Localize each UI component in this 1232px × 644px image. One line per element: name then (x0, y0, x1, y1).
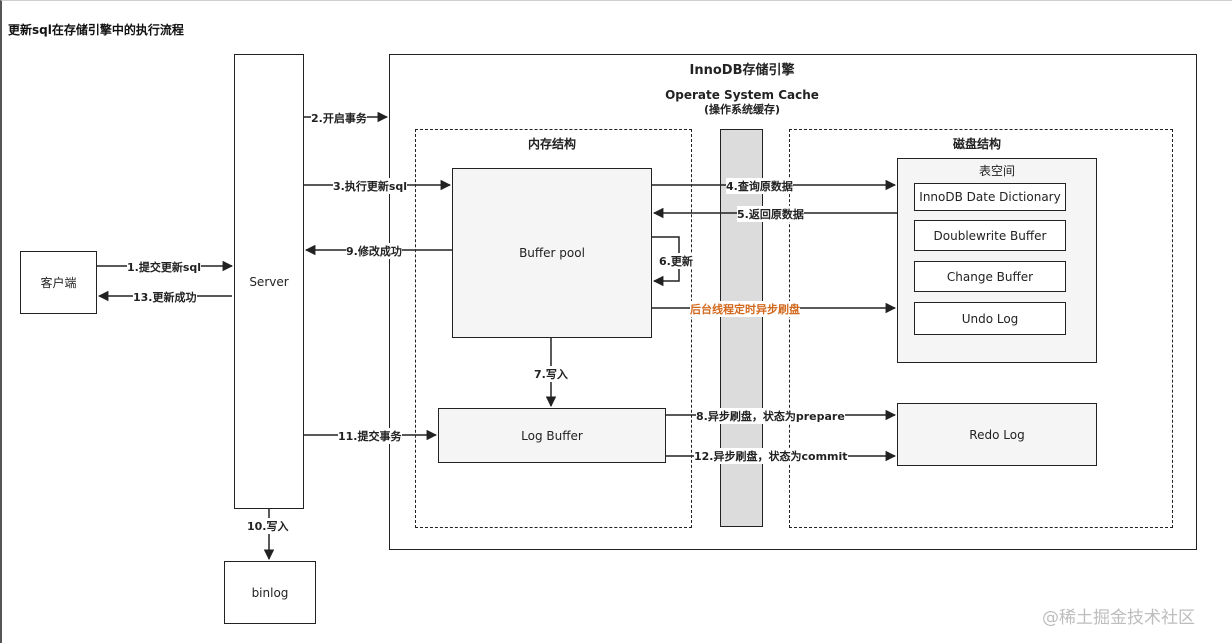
edge-9-label: 9.修改成功 (346, 243, 402, 259)
innodb-engine-frame (389, 54, 1197, 550)
edge-1-label: 1.提交更新sql (127, 259, 202, 275)
edge-12-label: 12.异步刷盘，状态为commit (694, 448, 848, 464)
watermark: @稀土掘金技术社区 (1042, 608, 1195, 628)
os-cache-title: Operate System Cache (665, 88, 819, 102)
binlog-node: binlog (224, 561, 316, 624)
edge-13-label: 13.更新成功 (133, 289, 197, 305)
memory-structure-region (415, 129, 692, 528)
innodb-engine-title: InnoDB存储引擎 (689, 63, 795, 78)
edge-2-label: 2.开启事务 (311, 110, 367, 126)
change-buffer-node: Change Buffer (914, 261, 1066, 292)
buffer-pool-node: Buffer pool (452, 168, 652, 338)
server-node: Server (234, 54, 304, 509)
edge-5-label: 5.返回原数据 (737, 206, 804, 222)
redo-log-node: Redo Log (897, 403, 1097, 466)
client-node: 客户端 (20, 251, 97, 314)
edge-7-label: 7.写入 (534, 366, 568, 382)
os-cache-subtitle: (操作系统缓存) (703, 103, 781, 116)
edge-6-label: 6.更新 (659, 253, 693, 269)
innodb-dictionary-node: InnoDB Date Dictionary (914, 183, 1066, 211)
edge-11-label: 11.提交事务 (338, 428, 402, 444)
edge-8-label: 8.异步刷盘，状态为prepare (696, 408, 845, 424)
edge-3-label: 3.执行更新sql (333, 178, 408, 194)
edge-10-label: 10.写入 (247, 518, 289, 534)
tablespace-title: 表空间 (978, 164, 1015, 178)
log-buffer-node: Log Buffer (438, 408, 666, 463)
undo-log-node: Undo Log (914, 302, 1066, 335)
disk-structure-region (789, 129, 1173, 528)
diagram-title: 更新sql在存储引擎中的执行流程 (8, 23, 184, 37)
disk-structure-title: 磁盘结构 (952, 137, 1001, 151)
edge-4-label: 4.查询原数据 (726, 178, 793, 194)
edge-bg-flush-label: 后台线程定时异步刷盘 (690, 301, 800, 317)
doublewrite-buffer-node: Doublewrite Buffer (914, 220, 1066, 251)
memory-structure-title: 内存结构 (527, 137, 576, 151)
